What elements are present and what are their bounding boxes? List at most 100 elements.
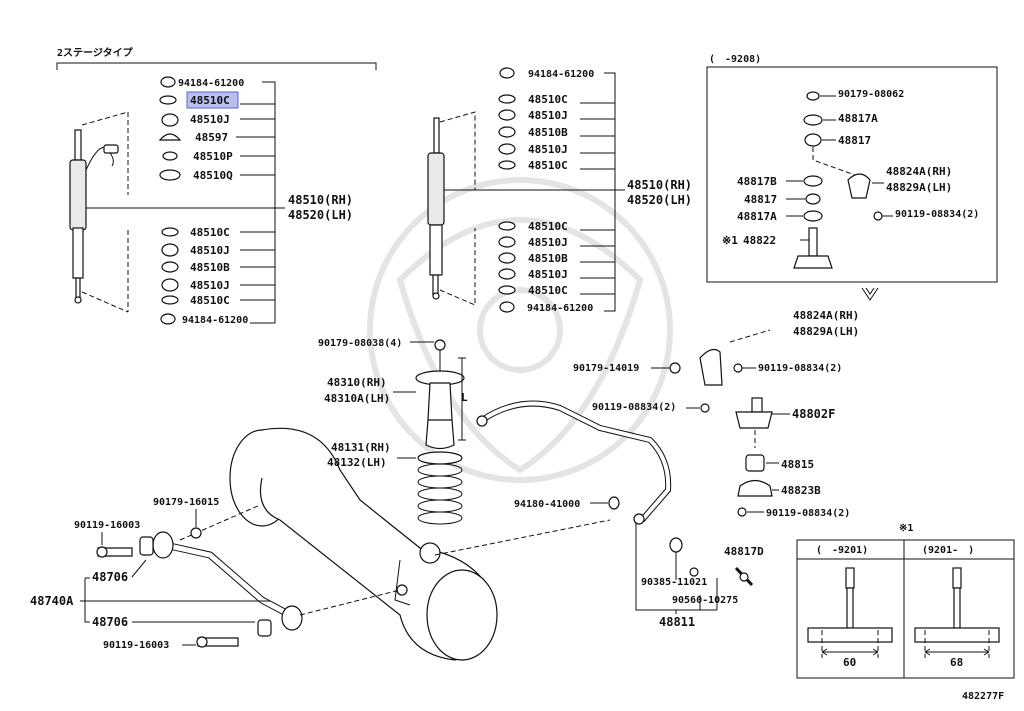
dash-axle-to-bar xyxy=(434,519,611,556)
left-labels-bottom: 48510C 48510J 48510B 48510J 48510C 94184… xyxy=(182,226,248,326)
stabilizer-end-left xyxy=(476,415,488,427)
left-parts-bottom xyxy=(160,227,179,325)
label-left-bot-3[interactable]: 48510B xyxy=(190,261,230,274)
label-left-bot-4[interactable]: 48510J xyxy=(190,279,230,292)
label-nut-4[interactable]: 90179-08038(4) xyxy=(318,338,402,349)
label-mid-bot-3[interactable]: 48510B xyxy=(528,252,568,265)
label-48706a[interactable]: 48706 xyxy=(92,570,128,584)
label-bolt-b[interactable]: 90119-08834(2) xyxy=(592,402,676,413)
lower-bracket-rh[interactable]: 48824A(RH) xyxy=(793,309,859,322)
label-nut-14019[interactable]: 90179-14019 xyxy=(573,363,639,374)
stage-bracket-line xyxy=(56,62,377,70)
label-bolt-a[interactable]: 90119-08834(2) xyxy=(758,363,842,374)
link-48802F-part xyxy=(735,397,773,429)
label-left-top-2[interactable]: 48510C xyxy=(190,94,230,107)
inset-col2: (9201- ) xyxy=(922,545,974,556)
box-arrow-icon xyxy=(861,287,879,301)
label-mid-top-1[interactable]: 94184-61200 xyxy=(528,69,594,80)
leader-48706a xyxy=(131,559,147,578)
highlight-48510C xyxy=(186,91,239,109)
inset-stud-1 xyxy=(807,567,893,658)
inset-col1: ( -9201) xyxy=(816,545,868,556)
label-bolt-16003a[interactable]: 90119-16003 xyxy=(74,520,140,531)
mid-main-rh[interactable]: 48510(RH) xyxy=(627,178,692,192)
box-bracket-rh[interactable]: 48824A(RH) xyxy=(886,165,952,178)
box-label-5[interactable]: 48817 xyxy=(744,193,777,206)
label-48706b[interactable]: 48706 xyxy=(92,615,128,629)
label-left-bot-2[interactable]: 48510J xyxy=(190,244,230,257)
stabilizer-bushing xyxy=(608,496,620,510)
label-nut-11021[interactable]: 90385-11021 xyxy=(641,577,707,588)
label-left-bot-6[interactable]: 94184-61200 xyxy=(182,315,248,326)
bolt-c-part xyxy=(737,507,747,517)
label-left-bot-1[interactable]: 48510C xyxy=(190,226,230,239)
label-left-top-1[interactable]: 94184-61200 xyxy=(178,78,244,89)
coil-spring xyxy=(417,451,463,525)
box-leaders xyxy=(786,95,893,241)
label-48817D[interactable]: 48817D xyxy=(724,545,764,558)
label-mid-top-2[interactable]: 48510C xyxy=(528,93,568,106)
label-left-top-3[interactable]: 48510J xyxy=(190,113,230,126)
label-48815[interactable]: 48815 xyxy=(781,458,814,471)
left-main-rh[interactable]: 48510(RH) xyxy=(288,193,353,207)
stabilizer-end-right xyxy=(633,513,645,525)
label-mid-bot-6[interactable]: 94184-61200 xyxy=(527,303,593,314)
left-labels-top: 94184-61200 48510C 48510J 48597 48510P 4… xyxy=(178,78,244,182)
box-label-7[interactable]: 48822 xyxy=(743,234,776,247)
bump-stopper xyxy=(415,339,466,450)
label-bolt-16003b[interactable]: 90119-16003 xyxy=(103,640,169,651)
box-label-2[interactable]: 48817A xyxy=(838,112,878,125)
middle-parts xyxy=(498,67,516,313)
lower-bracket-lh[interactable]: 48829A(LH) xyxy=(793,325,859,338)
label-left-bot-5[interactable]: 48510C xyxy=(190,294,230,307)
left-main-lh[interactable]: 48520(LH) xyxy=(288,208,353,222)
box-note-mark: ※1 xyxy=(722,234,738,247)
label-spring-lh[interactable]: 48132(LH) xyxy=(327,456,387,469)
label-mid-top-5[interactable]: 48510J xyxy=(528,143,568,156)
box-label-6[interactable]: 48817A xyxy=(737,210,777,223)
label-nut-10275[interactable]: 90560-10275 xyxy=(672,595,738,606)
left-leader-lines xyxy=(236,81,285,324)
label-mid-top-4[interactable]: 48510B xyxy=(528,126,568,139)
label-bumper-lh[interactable]: 48310A(LH) xyxy=(324,392,390,405)
box-parts xyxy=(793,91,883,269)
label-nut-16015[interactable]: 90179-16015 xyxy=(153,497,219,508)
label-mid-bot-2[interactable]: 48510J xyxy=(528,236,568,249)
label-mid-bot-1[interactable]: 48510C xyxy=(528,220,568,233)
label-48802F[interactable]: 48802F xyxy=(792,407,835,421)
label-mid-bot-4[interactable]: 48510J xyxy=(528,268,568,281)
lateral-rod xyxy=(96,504,401,648)
label-48811[interactable]: 48811 xyxy=(659,615,695,629)
box-label-3[interactable]: 48817 xyxy=(838,134,871,147)
label-48740A[interactable]: 48740A xyxy=(30,594,74,608)
label-bumper-rh[interactable]: 48310(RH) xyxy=(327,376,387,389)
stage-type-label: 2ステージタイプ xyxy=(57,46,134,59)
box-bracket-lh[interactable]: 48829A(LH) xyxy=(886,181,952,194)
leader-48811-group xyxy=(635,522,718,611)
box-label-4[interactable]: 48817B xyxy=(737,175,777,188)
middle-shock-absorber xyxy=(427,111,615,306)
inset-dim2: 68 xyxy=(950,656,963,669)
label-mid-bot-5[interactable]: 48510C xyxy=(528,284,568,297)
label-nut-41000[interactable]: 94180-41000 xyxy=(514,499,580,510)
box-bolt[interactable]: 90119-08834(2) xyxy=(895,209,979,220)
stabilizer-bracket xyxy=(669,329,771,413)
left-shock-absorber xyxy=(69,111,285,313)
label-bolt-c[interactable]: 90119-08834(2) xyxy=(766,508,850,519)
label-left-top-5[interactable]: 48510P xyxy=(193,150,233,163)
label-spring-rh[interactable]: 48131(RH) xyxy=(331,441,391,454)
label-mid-top-3[interactable]: 48510J xyxy=(528,109,568,122)
mid-main-lh[interactable]: 48520(LH) xyxy=(627,193,692,207)
dim-l: L xyxy=(461,391,468,404)
label-left-top-6[interactable]: 48510Q xyxy=(193,169,233,182)
bush-48815-part xyxy=(745,454,765,472)
watermark-emblem xyxy=(367,177,673,483)
box-label-1[interactable]: 90179-08062 xyxy=(838,89,904,100)
label-48823B[interactable]: 48823B xyxy=(781,484,821,497)
inset-dim1: 60 xyxy=(843,656,856,669)
stabilizer-bar-fill xyxy=(480,401,671,522)
label-left-top-4[interactable]: 48597 xyxy=(195,131,228,144)
label-mid-top-6[interactable]: 48510C xyxy=(528,159,568,172)
